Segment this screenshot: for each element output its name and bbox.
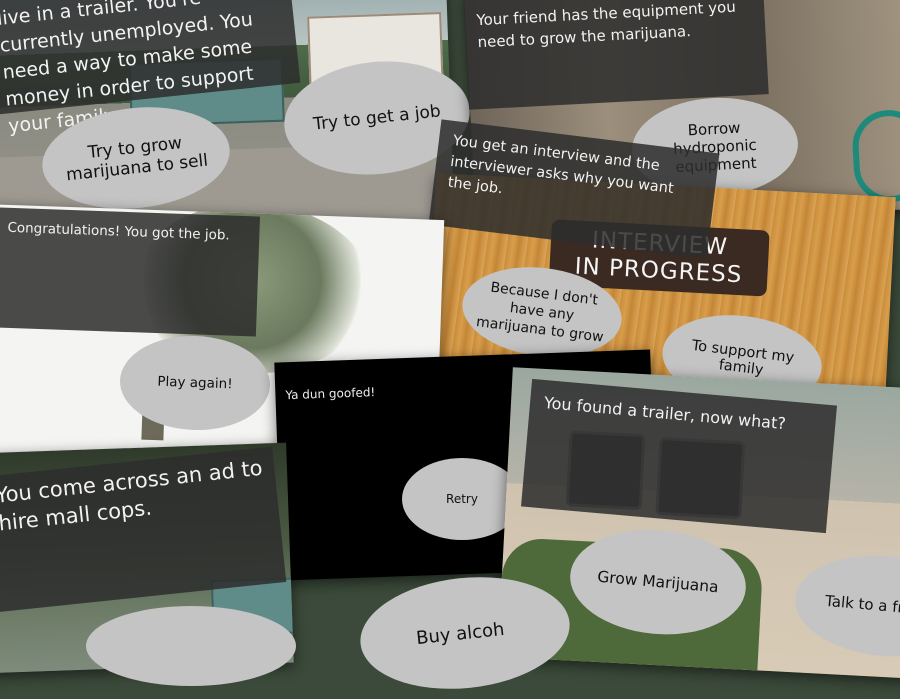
win-caption: Congratulations! You got the job. (0, 207, 261, 337)
trailer-caption: You found a trailer, now what? (521, 378, 837, 534)
retry-choice[interactable]: Retry (402, 458, 522, 540)
garden-hose-image (850, 108, 900, 204)
lose-caption: Ya dun goofed! (285, 385, 376, 403)
equipment-caption: Your friend has the equipment you need t… (463, 0, 769, 110)
ad-choice-1[interactable] (86, 606, 296, 686)
